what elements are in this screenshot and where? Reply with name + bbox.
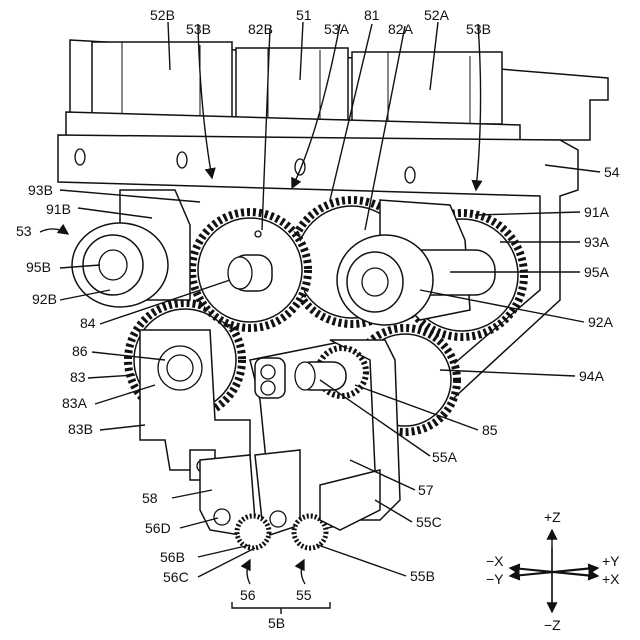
label-92a: 92A <box>588 314 614 330</box>
label-58: 58 <box>142 490 158 506</box>
axis-minus-y: −Y <box>486 571 504 587</box>
label-83b: 83B <box>68 421 93 437</box>
label-92b: 92B <box>32 291 57 307</box>
label-56d: 56D <box>145 520 171 536</box>
axis-minus-z: −Z <box>544 617 561 633</box>
motor-block-51 <box>236 48 348 120</box>
label-94a: 94A <box>579 368 605 384</box>
label-91a: 91A <box>584 204 610 220</box>
coordinate-axes <box>510 530 598 612</box>
motor-block-52b <box>92 42 232 117</box>
axis-plus-y: +Y <box>602 553 620 569</box>
label-57: 57 <box>418 482 434 498</box>
label-93b: 93B <box>28 182 53 198</box>
label-53b-left: 53B <box>186 21 211 37</box>
label-56c: 56C <box>163 569 189 585</box>
label-95b: 95B <box>26 259 51 275</box>
axis-plus-x: +X <box>602 571 620 587</box>
label-84: 84 <box>80 315 96 331</box>
axis-plus-z: +Z <box>544 509 561 525</box>
label-83a: 83A <box>62 395 88 411</box>
label-85: 85 <box>482 422 498 438</box>
label-95a: 95A <box>584 264 610 280</box>
label-81: 81 <box>364 7 380 23</box>
label-53b-right: 53B <box>466 21 491 37</box>
label-93a: 93A <box>584 234 610 250</box>
label-86: 86 <box>72 343 88 359</box>
label-56b: 56B <box>160 549 185 565</box>
label-82a: 82A <box>388 21 414 37</box>
label-55: 55 <box>296 587 312 603</box>
label-51: 51 <box>296 7 312 23</box>
label-54: 54 <box>604 164 620 180</box>
pinion-56b <box>237 516 269 548</box>
label-5b: 5B <box>268 615 285 631</box>
axis-minus-x: −X <box>486 553 504 569</box>
label-52b: 52B <box>150 7 175 23</box>
label-82b: 82B <box>248 21 273 37</box>
label-91b: 91B <box>46 201 71 217</box>
label-56: 56 <box>240 587 256 603</box>
label-55a: 55A <box>432 449 458 465</box>
label-53: 53 <box>16 223 32 239</box>
label-52a: 52A <box>424 7 450 23</box>
label-53a: 53A <box>324 21 350 37</box>
label-55b: 55B <box>410 568 435 584</box>
label-55c: 55C <box>416 514 442 530</box>
label-83: 83 <box>70 369 86 385</box>
